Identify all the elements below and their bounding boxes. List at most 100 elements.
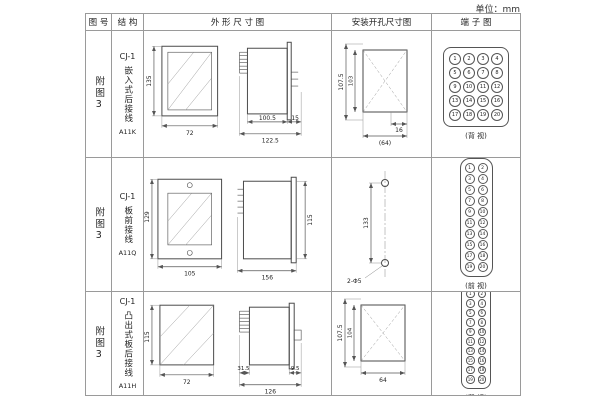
- mounting-diagram-a11k: 107.5 103 16 (64): [338, 43, 407, 147]
- drill-dimensions: 133 2-Φ5: [347, 182, 382, 285]
- front-view-dimensions: 129 105: [144, 178, 222, 277]
- unit-label: 单位：mm: [475, 5, 520, 15]
- terminal-circle: 8: [491, 67, 503, 79]
- dim-front-width: 72: [186, 129, 194, 136]
- front-view-dimensions: 135 72: [146, 45, 218, 136]
- model-label: A11H: [118, 382, 137, 391]
- view-label: (背 视): [465, 393, 487, 396]
- terminal-circle: 9: [466, 327, 475, 336]
- terminal-circle: 6: [477, 308, 486, 317]
- cutout-dimensions: 107.5 103 16 (64): [338, 43, 407, 147]
- structure-cell-row1: CJ-1 嵌入式后接线 A11K: [112, 31, 144, 158]
- header-structure: 结 构: [112, 14, 144, 31]
- terminal-circle: 18: [463, 109, 475, 121]
- terminal-circle: 1: [449, 53, 461, 65]
- terminal-circle: 14: [477, 346, 486, 355]
- terminal-circle: 14: [463, 95, 475, 107]
- dim-side-d3: 15: [291, 114, 299, 121]
- outline-cell-row1: 135 72: [144, 31, 332, 158]
- terminal-circle: 8: [477, 318, 486, 327]
- terminal-circle: 3: [464, 174, 475, 184]
- terminal-circle: 15: [466, 356, 475, 365]
- side-view: [239, 41, 299, 120]
- terminal-circle: 16: [477, 240, 488, 250]
- terminal-circle: 11: [466, 337, 475, 346]
- dim-front-width: 72: [183, 378, 191, 385]
- dim-front-width: 105: [184, 270, 196, 277]
- header-terminal: 端 子 图: [432, 14, 521, 31]
- fig-no-label: 附图3: [93, 325, 105, 362]
- dim-mount-h1: 16: [395, 127, 403, 134]
- header-outline: 外 形 尺 寸 图: [144, 14, 332, 31]
- header-fig-no: 图 号: [86, 14, 112, 31]
- mounting-cell-row2: 133 2-Φ5: [332, 158, 432, 292]
- structure-cell-row3: CJ-1 凸出式板后接线 A11H: [112, 292, 144, 396]
- terminal-circle: 3: [477, 53, 489, 65]
- fig-no-cell-row2: 附图3: [86, 158, 112, 292]
- outline-cell-row3: 115 72: [144, 292, 332, 396]
- terminal-circle: 10: [477, 327, 486, 336]
- side-view-dimensions: 100.5 15 122.5: [239, 75, 302, 144]
- terminal-circle: 20: [477, 262, 488, 272]
- side-view: [237, 176, 297, 263]
- fig-no-label: 附图3: [93, 76, 105, 112]
- dim-side-depth: 156: [262, 274, 274, 281]
- terminal-circle: 9: [464, 207, 475, 217]
- terminal-circle: 15: [464, 240, 475, 250]
- dim-side-d2: 9.5: [291, 365, 300, 371]
- terminal-circle: 13: [449, 95, 461, 107]
- cutout-outline: [362, 49, 407, 112]
- series-label: CJ-1: [119, 296, 136, 306]
- terminal-circle: 4: [477, 299, 486, 308]
- front-view: [161, 45, 219, 116]
- mounting-diagram-a11h: 107.5 104 64: [337, 298, 405, 384]
- dim-mount-v2: 104: [347, 327, 353, 338]
- mounting-diagram-a11q: 133 2-Φ5: [347, 170, 389, 285]
- model-label: A11K: [119, 128, 136, 136]
- holes-label: 2-Φ5: [347, 278, 362, 285]
- terminal-circle: 18: [477, 365, 486, 374]
- spec-table: 图 号 结 构 外 形 尺 寸 图 安装开孔尺寸图 端 子 图 附图3 CJ-1…: [85, 13, 521, 396]
- terminal-circle: 17: [464, 251, 475, 261]
- terminal-circle: 12: [477, 337, 486, 346]
- cutout-dimensions: 107.5 104 64: [337, 298, 405, 384]
- terminal-circle: 13: [466, 346, 475, 355]
- terminal-circle: 20: [477, 375, 486, 384]
- terminal-circle: 10: [463, 81, 475, 93]
- terminal-circle: 1: [466, 292, 475, 298]
- dim-side-d2: 122.5: [262, 137, 279, 144]
- series-label: CJ-1: [119, 192, 136, 201]
- terminal-circle: 2: [477, 292, 486, 298]
- terminal-circle: 5: [449, 67, 461, 79]
- dim-mount-v1: 107.5: [337, 324, 344, 341]
- dim-side-d1: 100.5: [259, 114, 276, 121]
- terminal-circle: 7: [464, 196, 475, 206]
- outline-diagram-a11k: 135 72: [146, 41, 302, 144]
- terminal-circle: 19: [477, 109, 489, 121]
- terminal-circle: 5: [464, 185, 475, 195]
- terminal-circle: 15: [477, 95, 489, 107]
- outline-cell-row2: 129 105: [144, 158, 332, 292]
- terminal-circle: 16: [491, 95, 503, 107]
- structure-cell-row2: CJ-1 板前接线 A11Q: [112, 158, 144, 292]
- fig-no-label: 附图3: [93, 206, 105, 243]
- cutout-outline: [360, 304, 405, 361]
- series-label: CJ-1: [119, 52, 136, 61]
- terminal-circle: 19: [466, 375, 475, 384]
- fig-no-cell-row3: 附图3: [86, 292, 112, 396]
- terminal-circle: 18: [477, 251, 488, 261]
- structure-label: 板前接线: [122, 206, 133, 244]
- front-view: [157, 178, 223, 259]
- terminal-circle: 19: [464, 262, 475, 272]
- terminal-circle: 1: [464, 163, 475, 173]
